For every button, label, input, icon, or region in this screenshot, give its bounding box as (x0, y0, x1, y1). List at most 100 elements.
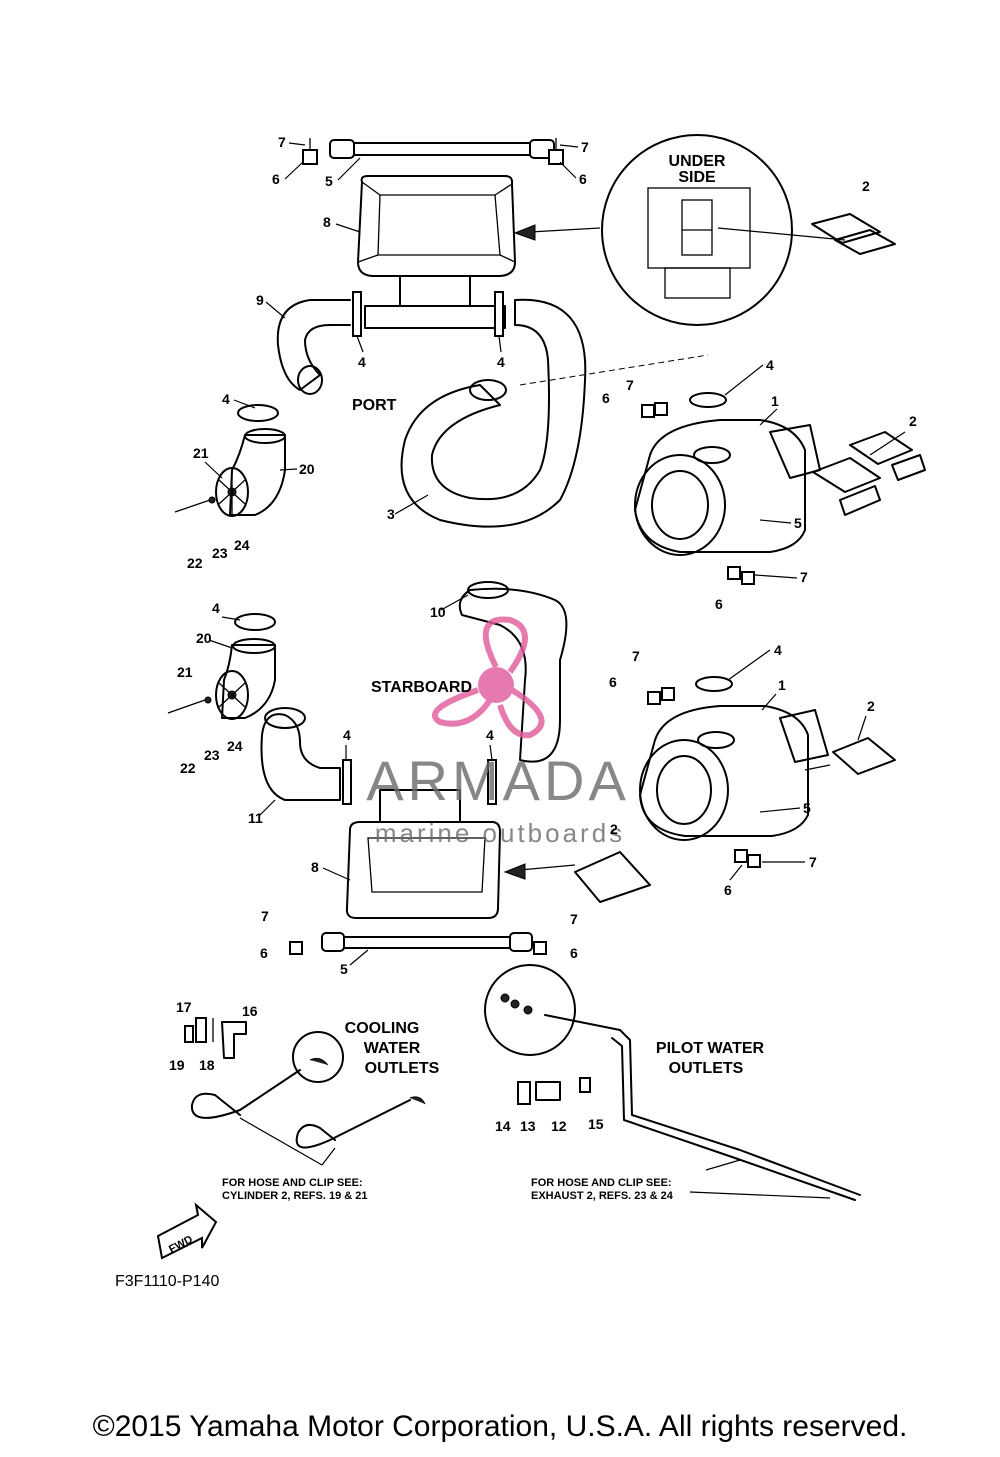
callout: 10 (430, 604, 446, 620)
elbow-20-port (229, 428, 286, 516)
callout: 7 (570, 911, 578, 927)
callout: 6 (602, 390, 610, 406)
band-pair-top (352, 291, 504, 337)
pads-under-side (811, 213, 896, 255)
callout: 4 (358, 354, 366, 370)
callout: 22 (187, 555, 203, 571)
hose-11 (260, 713, 341, 801)
callout: 6 (570, 945, 578, 961)
watermark-logo (431, 616, 545, 739)
callout: 4 (222, 391, 230, 407)
callout: 20 (196, 630, 212, 646)
callout: 8 (311, 859, 319, 875)
clip-port-silencer-1 (641, 404, 655, 418)
hose-10 (458, 587, 568, 763)
pilot-parts (484, 964, 861, 1201)
callout: 24 (227, 738, 243, 754)
watermark-brand: ARMADA (366, 749, 630, 812)
hose-3 (400, 298, 587, 528)
hose-cooling-1 (190, 1069, 301, 1119)
clip-top-right (548, 138, 564, 165)
outlet-21-port (215, 467, 249, 517)
cooling-label-1: COOLING (345, 1020, 420, 1037)
callout: 4 (343, 727, 351, 743)
callout: 6 (272, 171, 280, 187)
pads-port (812, 431, 926, 516)
leader-lines (204, 142, 906, 1199)
callout: 12 (551, 1118, 567, 1134)
airbox-top (357, 175, 516, 329)
pad-bottom (574, 851, 651, 903)
callout: 6 (579, 171, 587, 187)
callout: 6 (724, 882, 732, 898)
callout: 5 (794, 515, 802, 531)
callout: 7 (800, 569, 808, 585)
callout: 15 (588, 1116, 604, 1132)
note-left-1: FOR HOSE AND CLIP SEE: (222, 1177, 363, 1189)
callout: 21 (177, 664, 193, 680)
watermark-tagline: marine outboards (375, 818, 625, 848)
callout: 21 (193, 445, 209, 461)
outlet-21-starboard (215, 670, 249, 720)
note-right-2: EXHAUST 2, REFS. 23 & 24 (531, 1190, 674, 1202)
strap-top (329, 139, 555, 159)
callout: 13 (520, 1118, 536, 1134)
callout: 7 (278, 134, 286, 150)
callout: 4 (497, 354, 505, 370)
cooling-parts (184, 1017, 344, 1083)
hose-9 (276, 299, 351, 391)
callout: 2 (862, 178, 870, 194)
pad-starboard (832, 737, 896, 775)
clip-top-left (302, 138, 318, 165)
callout: 7 (261, 908, 269, 924)
under-side-label-2: SIDE (678, 169, 716, 186)
callout: 5 (803, 800, 811, 816)
airbox-bottom (345, 789, 501, 919)
callout: 14 (495, 1118, 511, 1134)
starboard-label: STARBOARD (371, 679, 472, 696)
callout: 11 (248, 810, 263, 826)
callout: 7 (809, 854, 817, 870)
callout-numbers: 7 6 5 7 6 8 2 9 4 4 4 7 6 1 2 21 20 4 3 … (169, 134, 917, 1134)
callout: 3 (387, 506, 395, 522)
callout: 1 (778, 677, 786, 693)
callout: 5 (340, 961, 348, 977)
fwd-arrow-icon (156, 1202, 218, 1260)
callout: 4 (774, 642, 782, 658)
cooling-label-3: OUTLETS (365, 1060, 440, 1077)
callout: 24 (234, 537, 250, 553)
callout: 6 (609, 674, 617, 690)
callout: 17 (176, 999, 192, 1015)
callout: 4 (212, 600, 220, 616)
callout: 23 (212, 545, 228, 561)
note-right-1: FOR HOSE AND CLIP SEE: (531, 1177, 672, 1189)
clamp-elbow-port (237, 404, 279, 422)
callout: 4 (766, 357, 774, 373)
callout: 2 (909, 413, 917, 429)
cooling-label-2: WATER (364, 1040, 421, 1057)
hose-cooling-2 (295, 1099, 411, 1149)
callout: 23 (204, 747, 220, 763)
callout: 7 (632, 648, 640, 664)
callout: 6 (260, 945, 268, 961)
band-pair-bottom (342, 759, 352, 805)
callout: 9 (256, 292, 264, 308)
callout: 22 (180, 760, 196, 776)
silencer-starboard (639, 676, 829, 841)
callout: 7 (581, 139, 589, 155)
callout: 20 (299, 461, 315, 477)
port-label: PORT (352, 397, 397, 414)
pilot-label-2: OUTLETS (669, 1060, 744, 1077)
callout: 1 (771, 393, 779, 409)
figure-ref: F3F1110-P140 (115, 1273, 219, 1290)
callout: 2 (867, 698, 875, 714)
callout: 8 (323, 214, 331, 230)
callout: 18 (199, 1057, 215, 1073)
note-left-2: CYLINDER 2, REFS. 19 & 21 (222, 1190, 368, 1202)
silencer-port (634, 419, 821, 556)
copyright-notice: ©2015 Yamaha Motor Corporation, U.S.A. A… (92, 1410, 908, 1443)
under-side-label-1: UNDER (669, 153, 726, 170)
callout: 16 (242, 1003, 258, 1019)
strap-bottom (321, 932, 533, 952)
